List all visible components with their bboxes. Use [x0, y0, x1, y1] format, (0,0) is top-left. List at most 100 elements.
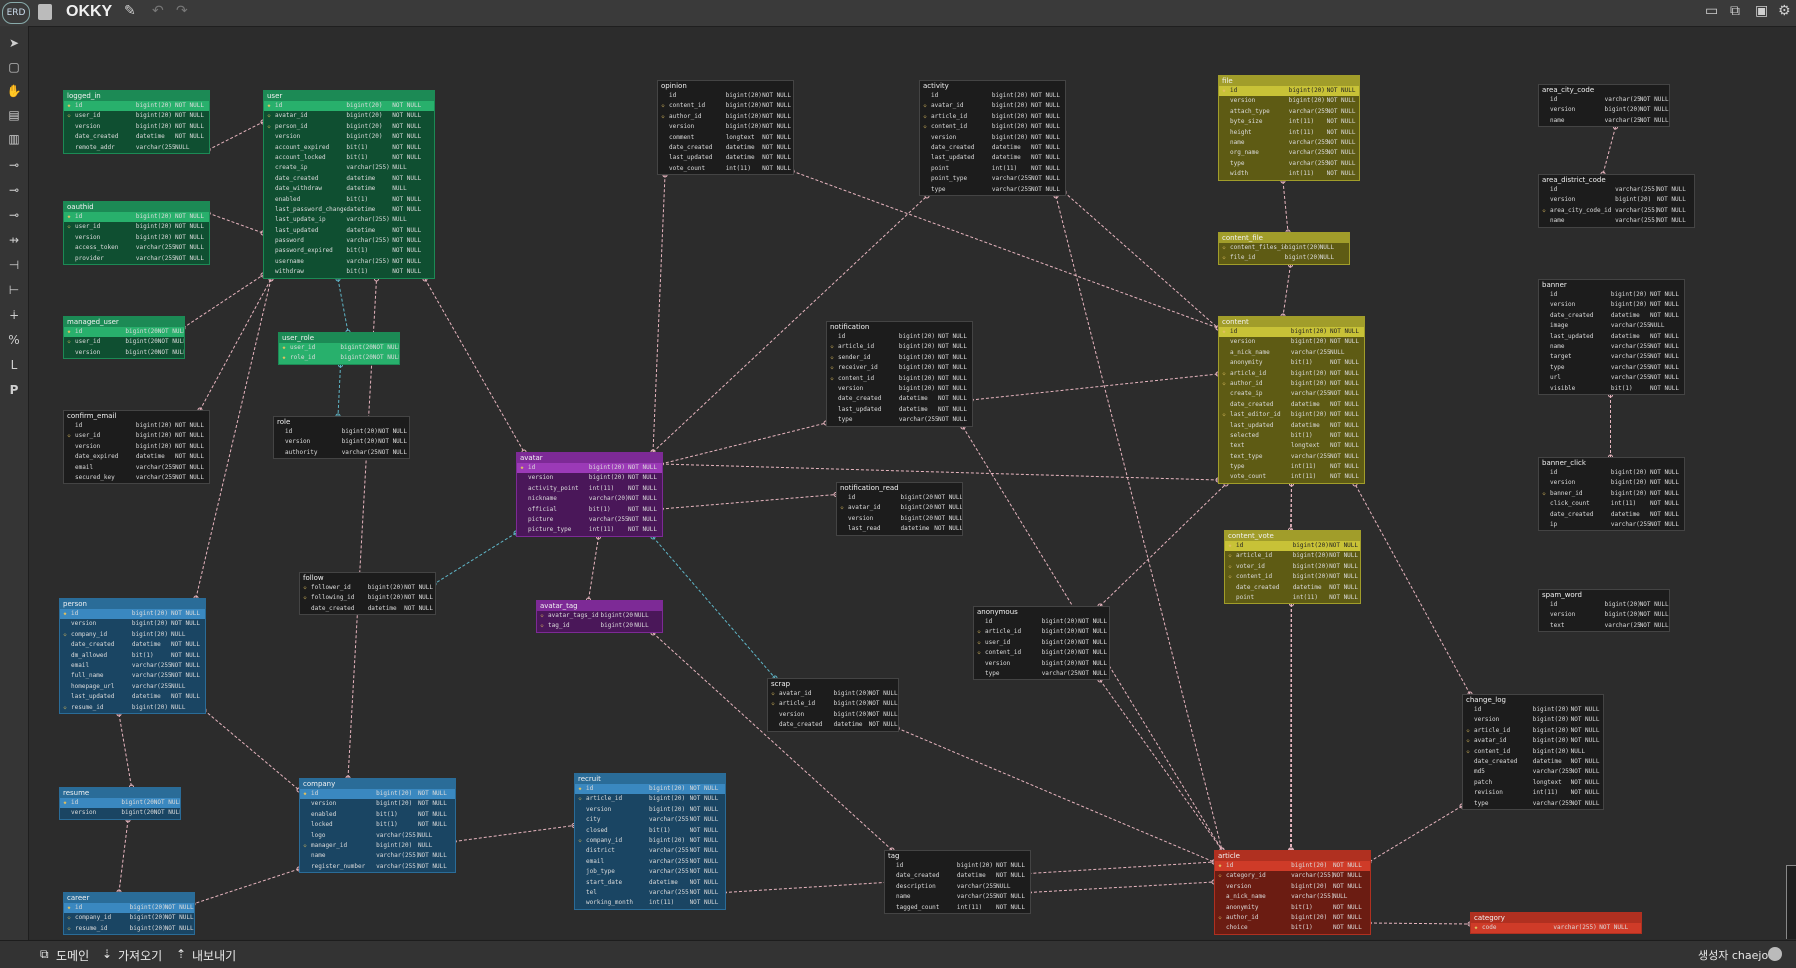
- relation-resume-career[interactable]: [118, 819, 129, 893]
- export-button[interactable]: 내보내기: [192, 949, 237, 963]
- relation-file-content_file[interactable]: [1282, 180, 1289, 233]
- relation-tag-article[interactable]: [1028, 881, 1215, 893]
- relation-activity-article[interactable]: [1055, 195, 1223, 851]
- diagram-title[interactable]: OKKY: [66, 3, 113, 20]
- gear-icon[interactable]: ⚙: [1778, 3, 1791, 19]
- relation-line-icon[interactable]: ∔: [8, 308, 20, 322]
- relation-logged_in-user[interactable]: [207, 121, 264, 151]
- relation-avatar-avatar_tag[interactable]: [588, 536, 599, 601]
- undo-icon[interactable]: ↶: [152, 3, 164, 19]
- relation-change_log-article[interactable]: [1368, 805, 1463, 863]
- relation-activity-content[interactable]: [1063, 191, 1219, 329]
- avatar[interactable]: [1768, 947, 1782, 961]
- relation-one-only-icon[interactable]: ⇸: [8, 233, 20, 247]
- memo-tool-icon[interactable]: ▤: [8, 108, 20, 122]
- relation-company-career[interactable]: [192, 868, 300, 905]
- relation-user_role-role[interactable]: [337, 364, 341, 417]
- select-tool-icon[interactable]: ➤: [8, 36, 20, 50]
- relation-avatar-content[interactable]: [660, 463, 1219, 481]
- relation-anonymous-content[interactable]: [1099, 483, 1227, 607]
